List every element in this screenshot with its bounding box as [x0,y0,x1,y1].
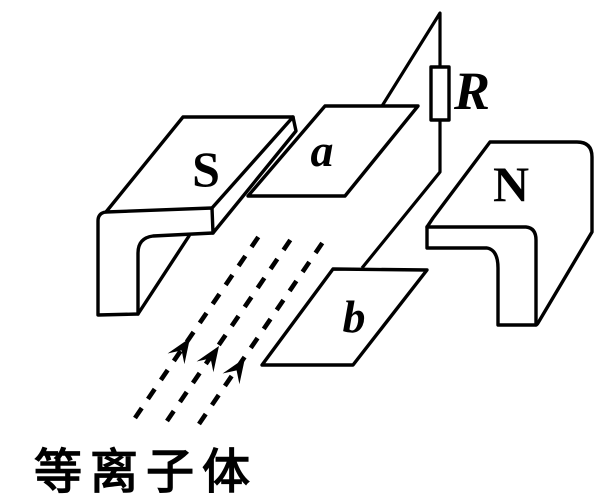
plate-b-body [260,267,429,367]
magnet-s: S [96,115,298,317]
resistor [429,65,451,122]
plasma-arrowhead-icon [222,358,245,385]
wire-resistor-to-plate-b [360,120,442,270]
magnet-s-label: S [192,141,220,197]
plasma-arrowhead-icon [167,338,190,365]
plasma-flow-arrows [133,231,327,426]
plate-a: a [246,104,420,198]
plasma-label: 等离子体 [34,446,258,499]
magnet-n: N [425,140,594,327]
wire-plate-a-to-resistor [380,11,442,107]
magnet-n-front-face-edge [425,225,538,327]
plate-a-label: a [311,125,334,176]
plate-b: b [260,267,429,367]
plate-a-body [246,104,420,198]
plasma-dashed-line [165,234,295,423]
plasma-dashed-line [197,237,327,426]
circuit: R [360,11,490,270]
plasma-dashed-line [133,231,263,420]
magnet-n-label: N [493,156,529,212]
plate-b-label: b [343,291,366,342]
magnet-s-leg-side-edge [136,234,191,316]
plasma-arrowhead-icon [196,346,219,373]
magnet-s-slab-end-edge [210,115,295,210]
resistor-label: R [453,61,490,121]
